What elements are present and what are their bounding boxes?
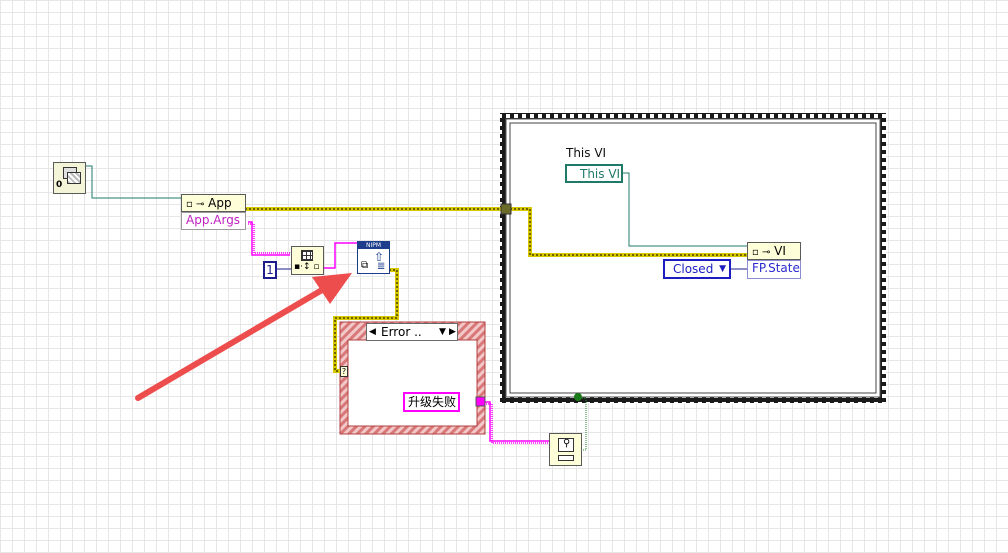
this-vi-label: This VI bbox=[566, 146, 607, 160]
nipm-upgrade-subvi[interactable]: NIPM ⇧ ⧉ ≣ bbox=[357, 241, 390, 274]
app-args-property[interactable]: App.Args bbox=[181, 212, 246, 230]
case-selector-label: Error .. bbox=[381, 325, 422, 339]
enum-dropdown-icon[interactable]: ▼ bbox=[719, 264, 726, 274]
list-icon: ≣ bbox=[377, 261, 386, 272]
this-vi-ref-text: This VI bbox=[580, 167, 621, 181]
upgrade-arrow-icon: ⇧ bbox=[374, 250, 385, 264]
one-button-dialog-node[interactable]: ⚲ bbox=[549, 433, 582, 466]
case-string-tunnel[interactable] bbox=[475, 396, 486, 407]
case-selector[interactable]: ◀ Error .. ▼ ▶ bbox=[366, 323, 458, 341]
property-icon: ▫ ⊸ bbox=[186, 199, 205, 210]
app-reference-constant[interactable]: 0 bbox=[53, 162, 86, 194]
error-tunnel[interactable] bbox=[500, 203, 512, 215]
case-dropdown-icon[interactable]: ▼ bbox=[439, 327, 446, 337]
closed-enum-constant[interactable]: Closed ▼ bbox=[663, 259, 731, 279]
array-index-glyph: ▪·↕ ▫ bbox=[294, 262, 320, 272]
app-property-node[interactable]: ▫ ⊸ App bbox=[181, 194, 246, 212]
annotation-arrow bbox=[135, 273, 352, 401]
case-selector-terminal[interactable]: ? bbox=[340, 366, 348, 377]
fp-state-property[interactable]: FP.State bbox=[747, 260, 801, 279]
flat-sequence-structure[interactable] bbox=[500, 113, 886, 403]
nipm-banner: NIPM bbox=[358, 242, 389, 249]
vi-property-icon: ▫ ⊸ bbox=[752, 247, 771, 258]
index-array-node[interactable]: ▪·↕ ▫ bbox=[291, 246, 324, 275]
zero-label: 0 bbox=[56, 180, 63, 190]
vi-property-node[interactable]: ▫ ⊸ VI bbox=[747, 242, 801, 260]
stack-icon bbox=[67, 172, 81, 184]
ref-wires[interactable] bbox=[86, 165, 749, 247]
closed-enum-value: Closed bbox=[673, 262, 714, 276]
this-vi-reference[interactable]: This VI bbox=[565, 164, 623, 183]
sequence-output-tunnel[interactable] bbox=[574, 393, 582, 401]
prev-case-icon[interactable]: ◀ bbox=[369, 327, 376, 337]
person-icon: ⚲ bbox=[563, 438, 571, 449]
error-wires[interactable] bbox=[245, 207, 749, 451]
dialog-icon bbox=[558, 438, 574, 452]
package-icon: ⧉ bbox=[361, 260, 369, 271]
next-case-icon[interactable]: ▶ bbox=[449, 327, 456, 337]
vi-class-label: VI bbox=[774, 244, 786, 258]
message-string-constant[interactable]: 升级失败 bbox=[403, 392, 460, 412]
ok-button-icon bbox=[558, 455, 574, 461]
index-constant[interactable]: 1 bbox=[263, 261, 277, 279]
string-wires[interactable] bbox=[248, 221, 549, 444]
app-class-label: App bbox=[208, 196, 232, 210]
array-grid-icon bbox=[301, 250, 313, 261]
